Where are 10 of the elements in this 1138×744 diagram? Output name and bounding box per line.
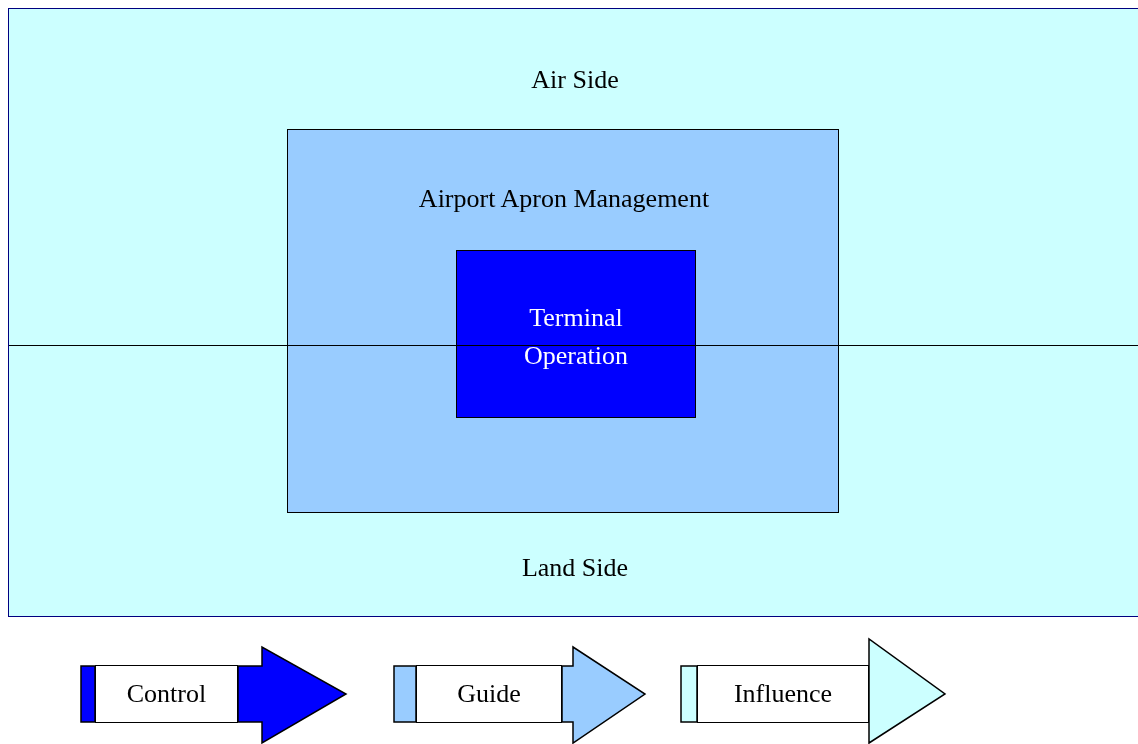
legend-label: Guide xyxy=(416,665,562,723)
area-box xyxy=(456,250,696,418)
node-label: Land Side xyxy=(520,552,630,584)
node-label: Airport Apron Management xyxy=(417,183,711,215)
node-label: Air Side xyxy=(530,64,620,96)
area-box xyxy=(287,129,839,513)
zone-box xyxy=(8,8,1138,617)
legend-label: Control xyxy=(95,665,238,723)
node-label: Terminal Operation xyxy=(523,302,629,372)
legend-label: Influence xyxy=(697,665,869,723)
